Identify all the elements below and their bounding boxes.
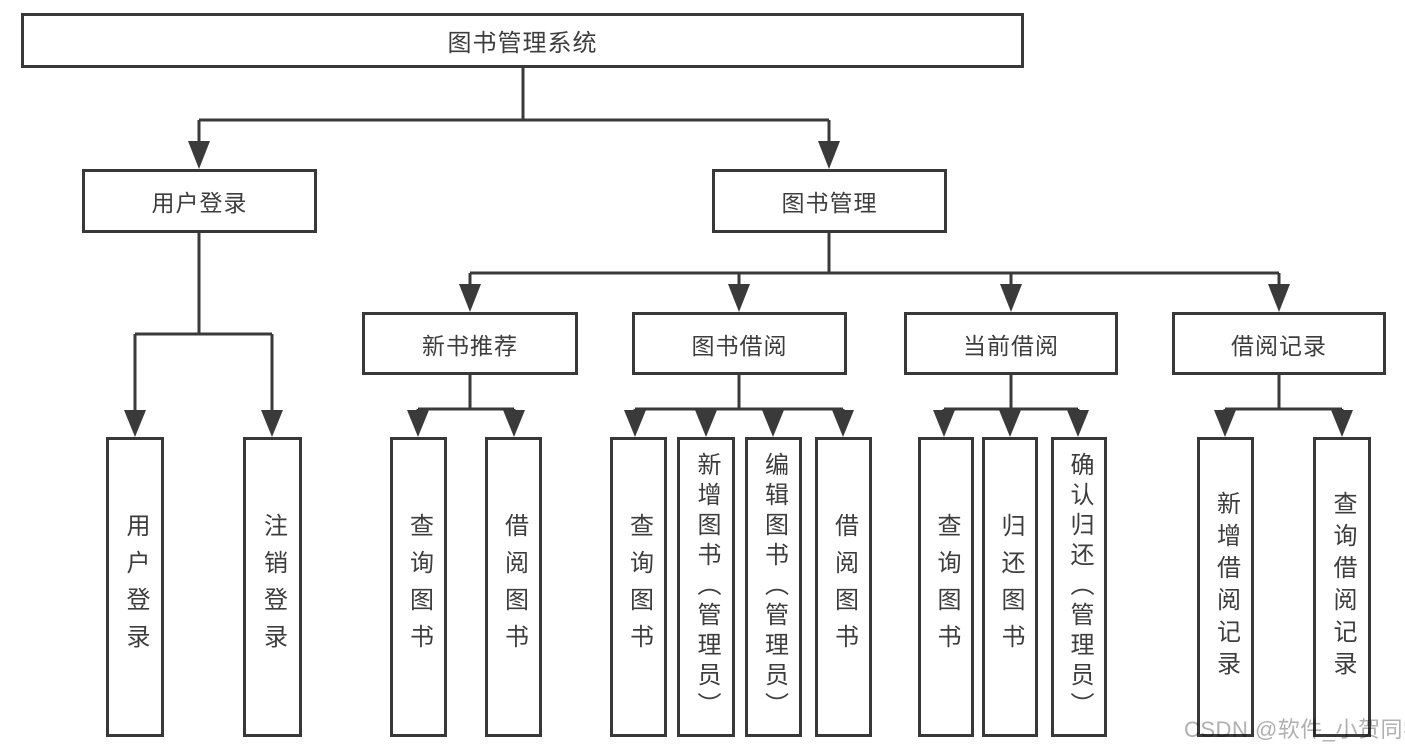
leaf-newbook-query-label: 查询图书 (405, 513, 433, 661)
leaf-borrow-add-admin: 新增图书（管理员） (677, 437, 735, 737)
leaf-records-query: 查询借阅记录 (1313, 437, 1371, 737)
node-user-login-label: 用户登录 (151, 190, 248, 216)
leaf-newbook-borrow: 借阅图书 (485, 437, 542, 737)
node-current-borrow: 当前借阅 (904, 312, 1118, 375)
leaf-newbook-query: 查询图书 (390, 437, 447, 737)
leaf-logout: 注销登录 (243, 437, 302, 737)
leaf-current-return-label: 归还图书 (997, 513, 1024, 661)
node-new-book-recommend-label: 新书推荐 (422, 332, 518, 359)
leaf-current-confirm-admin-label: 确认归还（管理员） (1066, 452, 1093, 722)
leaf-newbook-borrow-label: 借阅图书 (500, 513, 528, 661)
leaf-current-confirm-admin: 确认归还（管理员） (1051, 437, 1107, 737)
node-book-borrow-label: 图书借阅 (691, 332, 788, 359)
leaf-records-query-label: 查询借阅记录 (1329, 491, 1356, 683)
node-book-management: 图书管理 (712, 169, 947, 233)
node-user-login: 用户登录 (82, 169, 317, 233)
leaf-borrow-edit-admin: 编辑图书（管理员） (745, 437, 802, 737)
node-library-system-label: 图书管理系统 (447, 30, 598, 57)
leaf-records-add-label: 新增借阅记录 (1212, 491, 1240, 683)
node-library-system: 图书管理系统 (21, 13, 1024, 68)
leaf-borrow-query-label: 查询图书 (625, 513, 653, 661)
leaf-current-return: 归还图书 (982, 437, 1038, 737)
leaf-borrow-add-admin-label: 新增图书（管理员） (693, 452, 720, 722)
leaf-borrow-query: 查询图书 (610, 437, 667, 737)
leaf-current-query: 查询图书 (918, 437, 974, 737)
leaf-records-add: 新增借阅记录 (1197, 437, 1254, 737)
node-current-borrow-label: 当前借阅 (963, 332, 1059, 359)
csdn-watermark: CSDN @软件_小贺同学 (1184, 717, 1405, 742)
leaf-borrow-borrow-label: 借阅图书 (830, 513, 858, 661)
node-borrow-records: 借阅记录 (1172, 312, 1386, 375)
leaf-user-login-label: 用户登录 (122, 513, 149, 661)
node-book-management-label: 图书管理 (781, 190, 878, 216)
leaf-borrow-borrow: 借阅图书 (815, 437, 872, 737)
arrowheads (124, 141, 1353, 437)
node-book-borrow: 图书借阅 (632, 312, 847, 375)
node-new-book-recommend: 新书推荐 (362, 312, 578, 375)
leaf-user-login: 用户登录 (106, 437, 164, 737)
node-borrow-records-label: 借阅记录 (1231, 332, 1327, 359)
leaf-logout-label: 注销登录 (259, 513, 287, 661)
leaf-borrow-edit-admin-label: 编辑图书（管理员） (760, 452, 788, 722)
leaf-current-query-label: 查询图书 (933, 513, 960, 661)
